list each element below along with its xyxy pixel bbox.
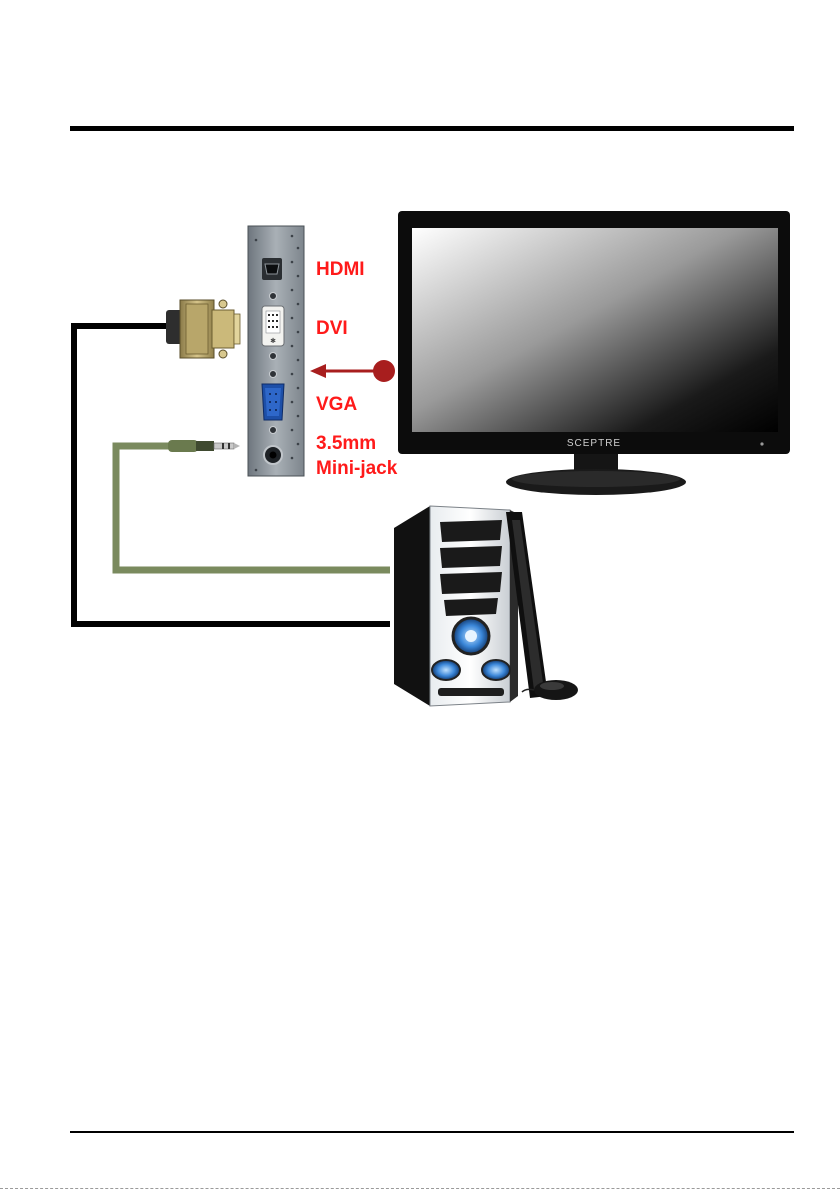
dvi-connector-icon — [166, 300, 240, 358]
label-jack-size: 3.5mm — [316, 433, 376, 454]
label-hdmi: HDMI — [316, 259, 365, 280]
audio-plug-icon — [168, 440, 240, 452]
label-jack-name: Mini-jack — [316, 458, 398, 479]
page-edge-line — [0, 1188, 840, 1189]
connection-arrow — [310, 360, 395, 382]
svg-text:✱: ✱ — [270, 337, 276, 345]
pc-tower-icon — [394, 506, 518, 706]
monitor-icon: SCEPTRE — [398, 211, 790, 495]
label-dvi: DVI — [316, 318, 348, 339]
rear-panel: ✱ — [248, 226, 304, 476]
hdmi-port-icon — [262, 258, 282, 280]
footer-rule — [70, 1131, 794, 1133]
monitor-brand: SCEPTRE — [567, 438, 621, 449]
label-vga: VGA — [316, 394, 357, 415]
audio-jack-icon — [264, 446, 282, 464]
